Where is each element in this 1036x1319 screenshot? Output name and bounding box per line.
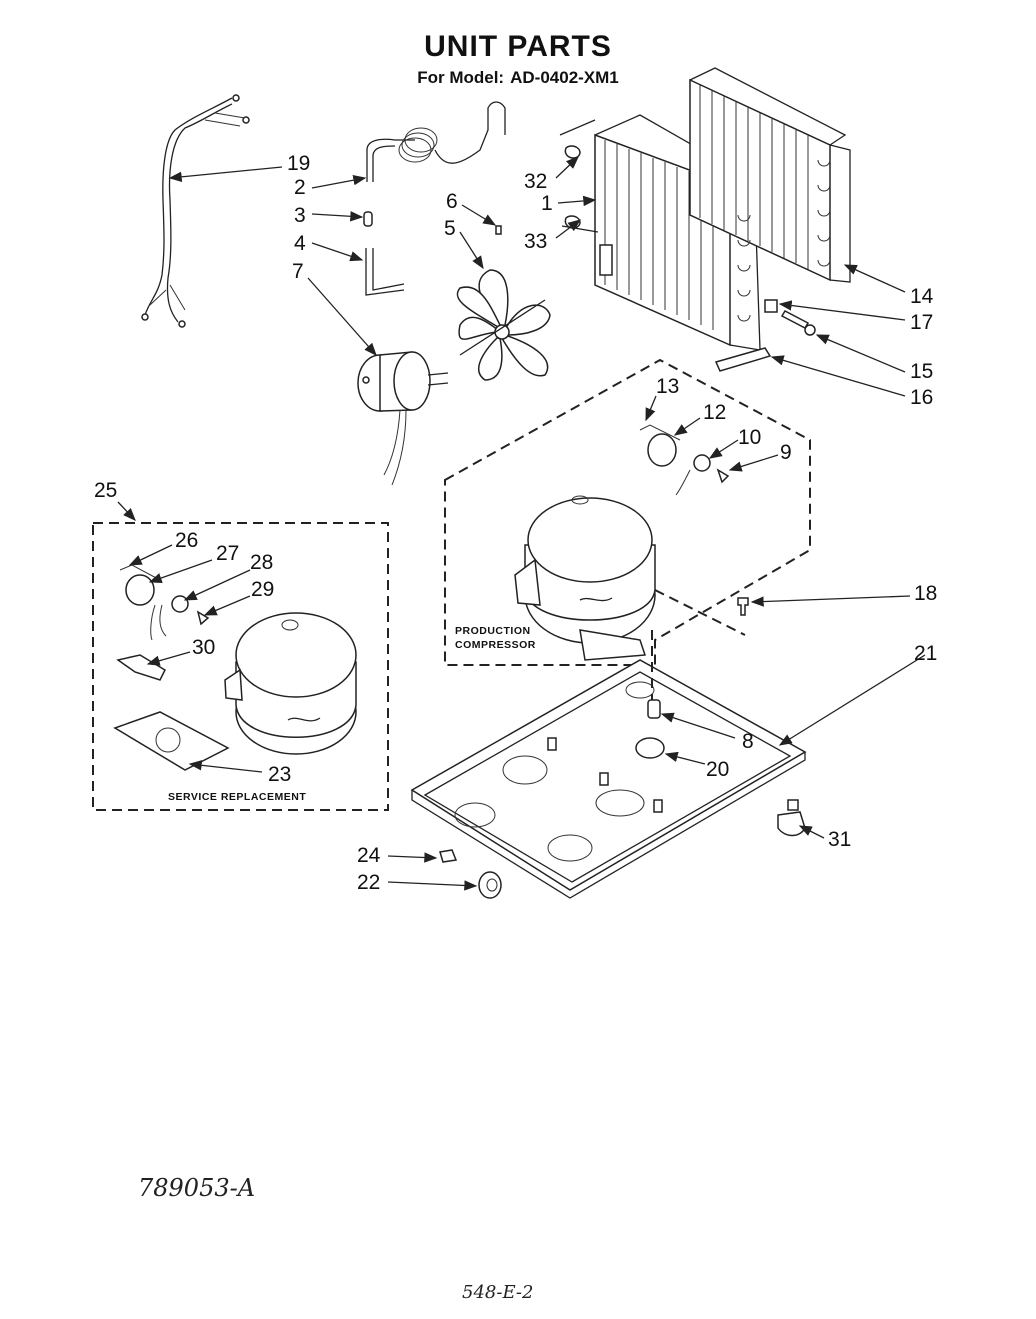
callout-28: 28 [250, 551, 273, 574]
coil-return-bends [737, 159, 831, 322]
fan-blade [456, 225, 551, 381]
production-compressor-label-2: COMPRESSOR [455, 639, 536, 651]
production-compressor [514, 424, 730, 661]
callout-22: 22 [357, 871, 380, 894]
strip-16 [714, 347, 772, 372]
evaporator-coil [689, 67, 851, 322]
part-24 [439, 849, 458, 863]
mount-20 [635, 737, 665, 759]
capillary-tube [363, 101, 506, 296]
screw-18 [737, 597, 749, 616]
callout-19: 19 [287, 152, 310, 175]
callout-2: 2 [294, 176, 306, 199]
callout-3: 3 [294, 204, 306, 227]
foot-31 [777, 811, 806, 837]
grommet-22 [478, 871, 502, 899]
callout-27: 27 [216, 542, 239, 565]
drawing-number: 789053-A [138, 1174, 255, 1202]
callout-24: 24 [357, 844, 381, 867]
production-compressor-label-1: PRODUCTION [455, 625, 531, 637]
screw-guide [654, 589, 746, 636]
callout-4: 4 [294, 232, 306, 255]
callout-18: 18 [914, 582, 937, 605]
callout-20: 20 [706, 758, 729, 781]
callout-6: 6 [446, 190, 458, 213]
callout-1: 1 [541, 192, 553, 215]
callout-25: 25 [94, 479, 117, 502]
callout-29: 29 [251, 578, 274, 601]
model-number: AD-0402-XM1 [510, 68, 619, 87]
wire-harness [141, 94, 250, 328]
leader-lines [117, 156, 926, 891]
base-pan [410, 659, 807, 899]
callout-31: 31 [828, 828, 851, 851]
callout-30: 30 [192, 636, 215, 659]
bracket-17 [764, 299, 778, 313]
page-code: 548-E-2 [462, 1282, 533, 1303]
clip-32 [564, 145, 581, 159]
callout-13: 13 [656, 375, 679, 398]
callout-17: 17 [910, 311, 933, 334]
callout-15: 15 [910, 360, 933, 383]
model-line: For Model: AD-0402-XM1 [0, 68, 1036, 88]
fan-motor [357, 351, 449, 486]
callout-7: 7 [292, 260, 304, 283]
grommet-8 [647, 699, 661, 719]
screw-15 [780, 310, 810, 329]
callout-23: 23 [268, 763, 291, 786]
callout-32: 32 [524, 170, 547, 193]
callout-16: 16 [910, 386, 933, 409]
page-title: UNIT PARTS [424, 30, 612, 63]
callout-labels: 19 2 3 4 7 6 5 32 1 33 14 17 15 16 13 12… [94, 152, 937, 894]
production-compressor-outline [444, 358, 811, 666]
callout-33: 33 [524, 230, 547, 253]
callout-8: 8 [742, 730, 754, 753]
callout-26: 26 [175, 529, 198, 552]
callout-12: 12 [703, 401, 726, 424]
model-prefix: For Model: [417, 68, 505, 87]
callout-14: 14 [910, 285, 934, 308]
callout-21: 21 [914, 642, 937, 665]
callout-10: 10 [738, 426, 761, 449]
callout-9: 9 [780, 441, 792, 464]
callout-5: 5 [444, 217, 456, 240]
service-compressor [113, 564, 357, 771]
service-replacement-label: SERVICE REPLACEMENT [168, 791, 306, 803]
service-replacement-outline [92, 522, 389, 811]
